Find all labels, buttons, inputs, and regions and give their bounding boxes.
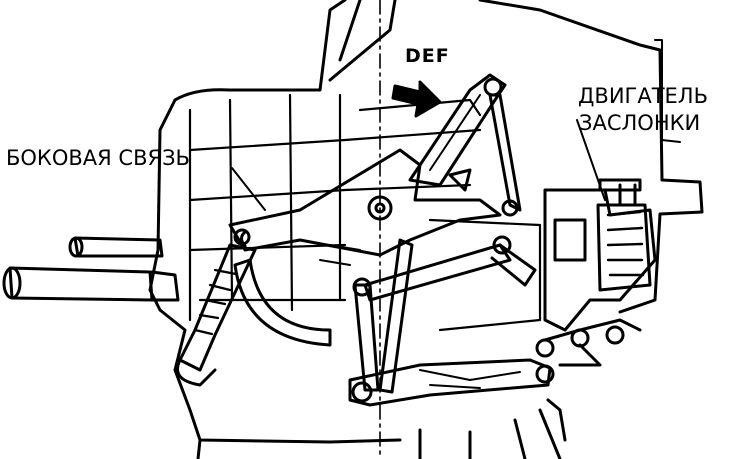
inlet-pipes [2,236,180,302]
mid-connecting-link [363,235,537,302]
heater-housing [148,0,704,459]
door-motor [535,178,657,367]
motor-label-bracket [654,39,681,143]
door-motor-label-line1: ДВИГАТЕЛЬ [578,84,708,108]
side-link-leader-line [231,167,266,211]
def-direction-arrow-icon [391,80,442,118]
def-label: DEF [405,45,450,67]
upper-right-link [488,93,522,217]
main-lever [228,148,502,257]
bent-rod [233,258,332,347]
door-motor-label-line2: ЗАСЛОНКИ [579,111,701,135]
side-link-spring [176,228,257,387]
lower-horizontal-link [348,358,555,407]
motor-leader-line [576,119,606,201]
side-link-label: БОКОВАЯ СВЯЗЬ [6,146,190,170]
